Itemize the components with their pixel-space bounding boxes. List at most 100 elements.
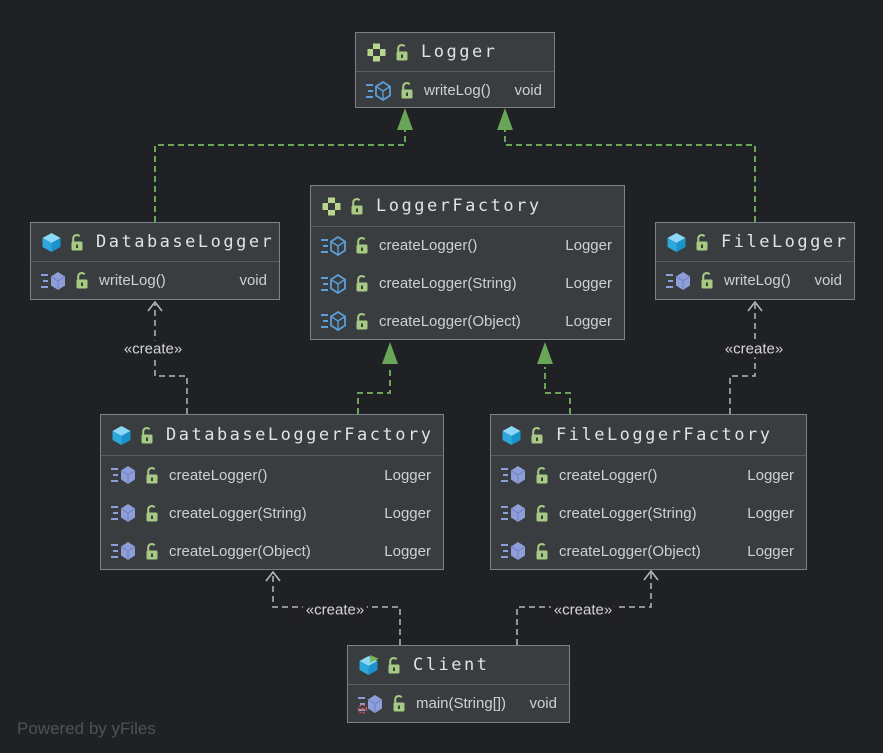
open-lock-icon	[695, 233, 709, 251]
open-lock-icon	[145, 466, 159, 484]
edge-realization-fileloggerfactory-loggerfactory[interactable]	[537, 342, 571, 414]
method-icon	[111, 541, 136, 561]
method-name: createLogger()	[169, 466, 268, 484]
open-arrowhead-icon	[747, 300, 763, 312]
node-databaselogger[interactable]: DatabaseLogger writeLog() void	[30, 222, 280, 300]
class-icon	[112, 425, 131, 445]
method-name: createLogger()	[379, 237, 478, 255]
interface-icon	[322, 197, 341, 215]
method-return-type: Logger	[565, 275, 612, 292]
create-label: «create»	[721, 340, 787, 358]
node-client[interactable]: Client main(String[]) void	[347, 645, 570, 723]
node-databaselogger-header[interactable]: DatabaseLogger	[31, 223, 279, 262]
open-lock-icon	[387, 656, 401, 674]
node-loggerfactory-header[interactable]: LoggerFactory	[311, 186, 624, 227]
method-row[interactable]: createLogger() Logger	[101, 456, 443, 494]
method-row[interactable]: writeLog() void	[31, 262, 279, 299]
triangle-arrowhead-icon	[537, 342, 553, 364]
open-lock-icon	[700, 272, 714, 290]
method-name: createLogger()	[559, 466, 658, 484]
node-databaseloggerfactory[interactable]: DatabaseLoggerFactory createLogger() Log…	[100, 414, 444, 570]
open-lock-icon	[140, 426, 154, 444]
open-lock-icon	[355, 275, 369, 293]
interface-icon	[367, 43, 386, 61]
node-filelogger[interactable]: FileLogger writeLog() void	[655, 222, 855, 300]
node-logger-header[interactable]: Logger	[356, 33, 554, 72]
method-return-type: Logger	[747, 504, 794, 522]
abstract-method-icon	[366, 80, 391, 101]
method-return-type: Logger	[384, 504, 431, 522]
node-title: DatabaseLogger	[96, 232, 275, 252]
method-icon	[111, 465, 136, 485]
powered-by-yfiles-watermark: Powered by yFiles	[17, 719, 156, 738]
node-client-header[interactable]: Client	[348, 646, 569, 685]
node-fileloggerfactory[interactable]: FileLoggerFactory createLogger() Logger …	[490, 414, 807, 570]
node-fileloggerfactory-header[interactable]: FileLoggerFactory	[491, 415, 806, 456]
method-name: writeLog()	[99, 272, 166, 289]
open-lock-icon	[145, 542, 159, 560]
open-lock-icon	[392, 695, 406, 713]
method-name: createLogger(Object)	[559, 542, 701, 560]
open-lock-icon	[350, 197, 364, 215]
node-filelogger-header[interactable]: FileLogger	[656, 223, 854, 262]
create-label: «create»	[120, 340, 186, 358]
edge-realization-databaseloggerfactory-loggerfactory[interactable]	[357, 342, 398, 414]
method-row[interactable]: createLogger() Logger	[491, 456, 806, 494]
method-icon	[111, 503, 136, 523]
abstract-method-icon	[321, 311, 346, 332]
method-row[interactable]: createLogger() Logger	[311, 227, 624, 265]
method-icon	[41, 270, 66, 291]
method-row[interactable]: main(String[]) void	[348, 685, 569, 722]
method-name: createLogger(Object)	[169, 542, 311, 560]
method-icon	[501, 465, 526, 485]
node-databaseloggerfactory-header[interactable]: DatabaseLoggerFactory	[101, 415, 443, 456]
node-title: FileLoggerFactory	[556, 425, 773, 445]
main-method-entry-point-icon	[358, 694, 384, 714]
method-row[interactable]: createLogger(Object) Logger	[491, 532, 806, 570]
open-lock-icon	[530, 426, 544, 444]
method-name: createLogger(String)	[169, 504, 307, 522]
method-row[interactable]: writeLog() void	[656, 262, 854, 299]
open-arrowhead-icon	[643, 569, 659, 581]
open-lock-icon	[535, 466, 549, 484]
method-name: createLogger(String)	[559, 504, 697, 522]
class-icon	[42, 232, 61, 252]
method-return-type: Logger	[747, 542, 794, 560]
method-return-type: Logger	[384, 542, 431, 560]
open-lock-icon	[355, 237, 369, 255]
method-return-type: Logger	[565, 312, 612, 330]
create-label: «create»	[550, 601, 616, 619]
create-label: «create»	[302, 601, 368, 619]
method-row[interactable]: createLogger(String) Logger	[491, 494, 806, 532]
open-lock-icon	[395, 43, 409, 61]
class-icon	[667, 232, 686, 252]
method-row[interactable]: createLogger(String) Logger	[101, 494, 443, 532]
node-title: FileLogger	[721, 232, 849, 252]
triangle-arrowhead-icon	[382, 342, 398, 364]
open-lock-icon	[145, 504, 159, 522]
method-row[interactable]: createLogger(Object) Logger	[101, 532, 443, 570]
open-lock-icon	[75, 272, 89, 290]
method-return-type: void	[514, 82, 542, 99]
edge-create-fileloggerfactory-filelogger[interactable]	[729, 300, 763, 414]
node-title: Client	[413, 655, 490, 675]
runnable-class-icon	[358, 655, 379, 676]
node-title: LoggerFactory	[376, 196, 542, 216]
open-arrowhead-icon	[265, 570, 281, 582]
method-row[interactable]: createLogger(String) Logger	[311, 265, 624, 303]
edge-create-databaseloggerfactory-databaselogger[interactable]	[147, 300, 188, 414]
method-icon	[501, 541, 526, 561]
method-name: createLogger(String)	[379, 275, 517, 292]
open-lock-icon	[355, 312, 369, 331]
node-loggerfactory[interactable]: LoggerFactory createLogger() Logger crea…	[310, 185, 625, 340]
method-row[interactable]: writeLog() void	[356, 72, 554, 109]
method-row[interactable]: createLogger(Object) Logger	[311, 302, 624, 340]
class-icon	[502, 425, 521, 445]
triangle-arrowhead-icon	[497, 108, 513, 130]
open-lock-icon	[70, 233, 84, 251]
method-return-type: Logger	[384, 466, 431, 484]
node-title: DatabaseLoggerFactory	[166, 425, 434, 445]
node-logger[interactable]: Logger writeLog() void	[355, 32, 555, 108]
